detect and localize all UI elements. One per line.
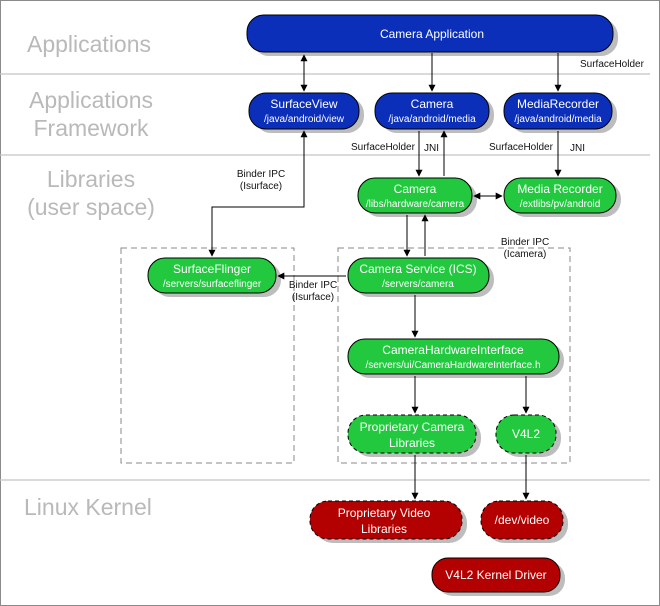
label-binder-isurface-mid-2: (Isurface) [292,292,334,303]
node-v4l2-title: V4L2 [512,427,540,441]
label-surfaceholder-top: SurfaceHolder [580,59,645,70]
layer-label-framework-1: Applications [29,87,153,113]
surfaceflinger-process-box [120,247,295,464]
node-camera-service-path: /servers/camera [382,279,454,290]
node-camera-hal-path: /servers/ui/CameraHardwareInterface.h [365,360,540,371]
node-proprietary-video-libraries-title-2: Libraries [361,522,407,536]
node-camera-java-path: /java/android/media [388,114,476,125]
label-binder-icamera-1: Binder IPC [501,237,549,248]
node-surfaceview: SurfaceView /java/android/view [248,92,364,133]
node-camera-java: Camera /java/android/media [374,92,494,133]
edge-surfaceview-surfaceflinger [208,130,308,257]
node-mediarecorder-java-path: /java/android/media [514,114,602,125]
node-proprietary-camera-libraries-title-1: Proprietary Camera [360,420,465,434]
node-camera-application-title: Camera Application [380,27,484,41]
node-proprietary-video-libraries-title-1: Proprietary Video [338,506,431,520]
node-mediarecorder-lib-path: /extlibs/pv/android [520,199,601,210]
node-mediarecorder-java: MediaRecorder /java/android/media [503,92,617,133]
node-v4l2-kernel-driver: V4L2 Kernel Driver [431,557,565,596]
label-binder-isurface-top-2: (Isurface) [240,181,282,192]
node-proprietary-video-libraries: Proprietary Video Libraries [309,500,467,543]
connectors [208,53,562,500]
node-camera-java-title: Camera [411,97,454,111]
layer-label-framework-2: Framework [33,115,149,141]
node-camera-service: Camera Service (ICS) /servers/camera [347,257,494,297]
node-proprietary-camera-libraries-title-2: Libraries [389,436,435,450]
node-surfaceflinger: SurfaceFlinger /servers/surfaceflinger [147,257,281,297]
layer-label-applications: Applications [27,31,151,57]
node-v4l2: V4L2 [495,414,561,457]
node-camera-lib-title: Camera [394,182,437,196]
label-binder-icamera-2: (Icamera) [504,249,547,260]
node-camera-lib: Camera /libs/hardware/camera [357,177,477,217]
layer-label-libraries-2: (user space) [27,194,155,220]
label-surfaceholder-camera: SurfaceHolder [351,142,416,153]
camera-service-process-box [337,247,571,464]
node-camera-application: Camera Application [246,14,618,56]
node-camera-lib-path: /libs/hardware/camera [366,199,465,210]
node-dev-video-title: /dev/video [495,513,550,527]
node-v4l2-kernel-driver-title: V4L2 Kernel Driver [445,568,546,582]
node-mediarecorder-lib: Media Recorder /extlibs/pv/android [503,177,621,217]
node-surfaceflinger-title: SurfaceFlinger [173,262,251,276]
layer-label-libraries-1: Libraries [47,166,135,192]
node-camera-service-title: Camera Service (ICS) [359,262,476,276]
node-mediarecorder-lib-title: Media Recorder [517,182,602,196]
node-camera-hal-title: CameraHardwareInterface [382,343,524,357]
label-binder-isurface-top-1: Binder IPC [237,169,285,180]
layer-label-kernel: Linux Kernel [24,494,152,520]
label-jni-camera: JNI [424,143,439,154]
node-surfaceflinger-path: /servers/surfaceflinger [163,279,262,290]
label-binder-isurface-mid-1: Binder IPC [289,280,337,291]
node-surfaceview-path: /java/android/view [264,114,345,125]
label-surfaceholder-recorder: SurfaceHolder [489,142,554,153]
node-proprietary-camera-libraries: Proprietary Camera Libraries [347,414,481,457]
node-dev-video: /dev/video [480,500,568,543]
label-jni-recorder: JNI [570,143,585,154]
node-surfaceview-title: SurfaceView [270,97,337,111]
node-mediarecorder-java-title: MediaRecorder [517,97,599,111]
layer-separators [0,73,650,481]
node-camera-hal: CameraHardwareInterface /servers/ui/Came… [347,338,564,378]
